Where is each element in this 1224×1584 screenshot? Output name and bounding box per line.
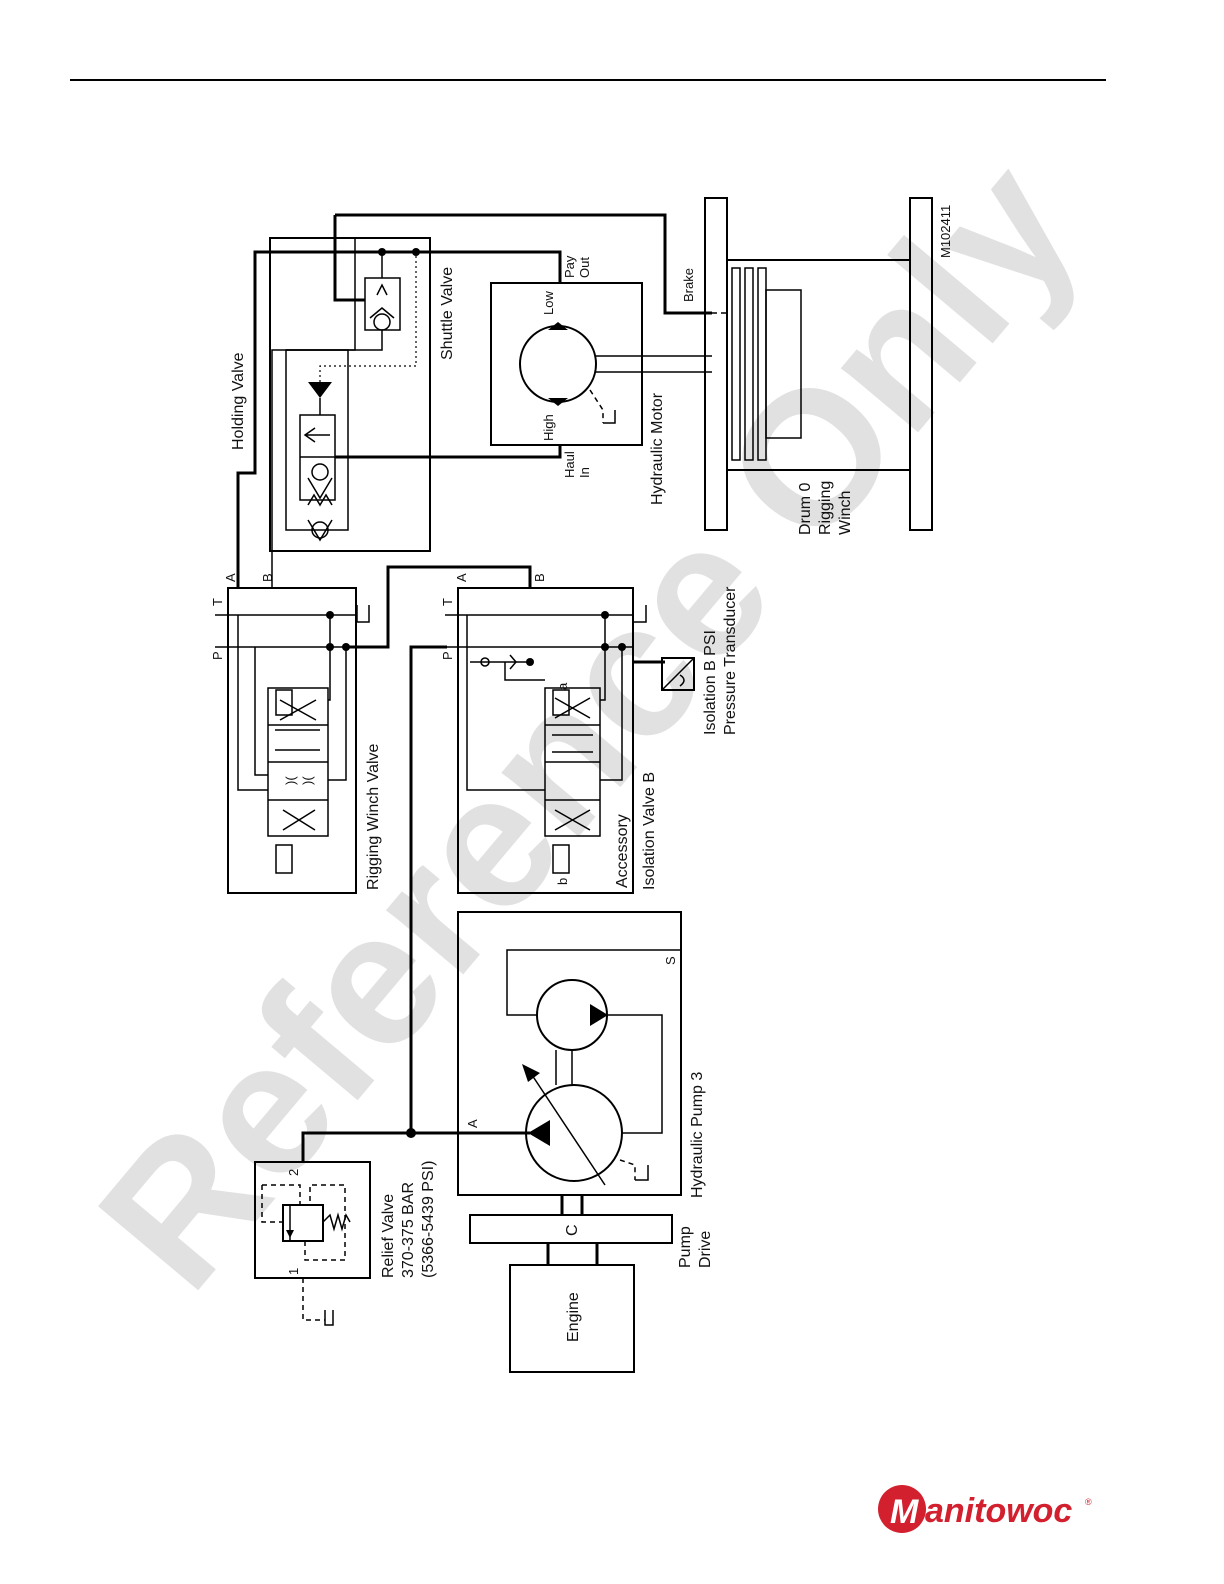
rwv-port-t: T <box>210 598 225 606</box>
relief-valve: 2 1 <box>254 1161 371 1326</box>
svg-text:M: M <box>890 1493 919 1531</box>
rigging-winch-drum <box>704 197 933 531</box>
rwv-port-p: P <box>210 651 225 660</box>
transducer-label-1: Isolation B PSI <box>702 630 719 735</box>
rwv-port-a: A <box>223 573 238 582</box>
pump-port-s: S <box>663 956 678 965</box>
shuttle-valve-label: Shuttle Valve <box>439 267 456 360</box>
figure-id: M102411 <box>938 205 953 258</box>
accessory-label-2: Isolation Valve B <box>641 772 658 890</box>
pay-out-label-2: Out <box>577 257 592 278</box>
hydraulic-pump-label: Hydraulic Pump 3 <box>689 1072 706 1198</box>
iso-spool-a: a <box>555 682 570 690</box>
hydraulic-motor: Low High <box>490 282 712 446</box>
holding-shuttle-valve <box>236 213 730 588</box>
drum-label-3: Winch <box>837 491 854 535</box>
pump-to-isolation-line <box>409 645 447 1133</box>
pay-out-label-1: Pay <box>562 255 577 278</box>
rigging-winch-valve-label: Rigging Winch Valve <box>365 743 382 890</box>
rwv-to-isolation-line <box>346 565 532 649</box>
accessory-label-1: Accessory <box>614 814 631 888</box>
pump-drive-c: C <box>564 1224 581 1236</box>
relief-valve-label: Relief Valve <box>380 1194 397 1278</box>
pump-drive-box <box>469 1214 673 1244</box>
pressure-transducer <box>661 657 695 691</box>
rigging-winch-valve: )( )( P T A B <box>210 573 370 894</box>
hydraulic-motor-label: Hydraulic Motor <box>649 392 666 505</box>
accessory-isolation-valve-b: P T A B a b <box>440 573 665 894</box>
relief-valve-pressure-psi: (5366-5439 PSI) <box>420 1161 437 1278</box>
haul-in-label-2: In <box>577 467 592 478</box>
engine-label: Engine <box>565 1292 582 1342</box>
motor-high-label: High <box>541 414 556 441</box>
brand-name: anitowoc <box>925 1492 1072 1530</box>
relief-port-2: 2 <box>286 1169 301 1176</box>
engine-box <box>509 1264 635 1373</box>
svg-text:)(: )( <box>283 776 298 785</box>
pump-pressure-line <box>301 1131 530 1162</box>
pump-port-a: A <box>465 1119 480 1128</box>
drum-label-2: Rigging <box>817 481 834 535</box>
haul-in-label-1: Haul <box>562 451 577 478</box>
rwv-port-b: B <box>260 573 275 582</box>
transducer-label-2: Pressure Transducer <box>722 586 739 735</box>
brand-mark: ® <box>1085 1497 1092 1507</box>
brake-label: Brake <box>681 268 696 302</box>
holding-valve-label: Holding Valve <box>230 352 247 450</box>
svg-text:)(: )( <box>300 776 315 785</box>
drum-label-1: Drum 0 <box>797 482 814 535</box>
iso-port-p: P <box>440 651 455 660</box>
iso-port-a: A <box>454 573 469 582</box>
motor-low-label: Low <box>541 291 556 315</box>
iso-port-b: B <box>532 573 547 582</box>
pump-drive-label-2: Drive <box>697 1231 714 1268</box>
iso-spool-b: b <box>555 878 570 885</box>
relief-valve-pressure-bar: 370-375 BAR <box>400 1182 417 1278</box>
hydraulic-pump-3: A S <box>457 911 682 1196</box>
manitowoc-logo: M anitowoc ® <box>878 1485 1092 1533</box>
relief-port-1: 1 <box>286 1268 301 1275</box>
iso-port-t: T <box>440 598 455 606</box>
pump-drive-label-1: Pump <box>677 1226 694 1268</box>
